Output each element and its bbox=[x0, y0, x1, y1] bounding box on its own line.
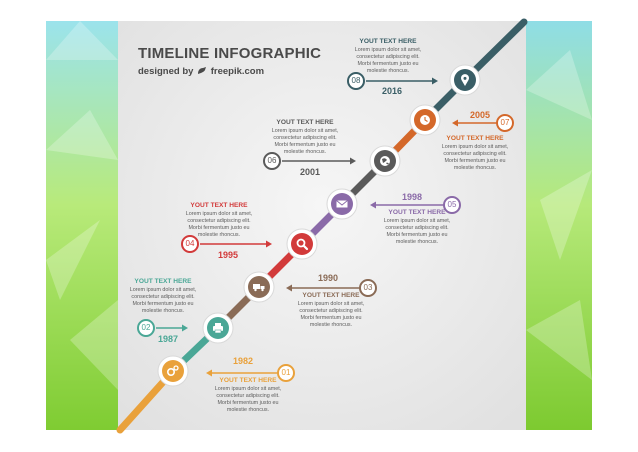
milestone-heading: YOUT TEXT HERE bbox=[219, 377, 277, 384]
milestone-body-line: molestie rhoncus. bbox=[395, 239, 439, 245]
milestone-text-block: YOUT TEXT HERE Lorem ipsum dolor sit amet… bbox=[262, 119, 348, 156]
milestone-number: 07 bbox=[496, 114, 514, 132]
milestone-body-line: consectetur adipiscing elit. bbox=[299, 308, 363, 314]
arrow-head bbox=[452, 119, 458, 127]
milestone-year: 1987 bbox=[158, 334, 179, 344]
left-gradient-panel bbox=[46, 21, 118, 430]
milestone-body-line: Lorem ipsum dolor sit amet, bbox=[271, 128, 339, 134]
magnifier-icon bbox=[296, 238, 309, 251]
milestone-text-block: YOUT TEXT HERE Lorem ipsum dolor sit amet… bbox=[288, 292, 374, 329]
milestone-body-line: Lorem ipsum dolor sit amet, bbox=[354, 47, 422, 53]
milestone-body-line: Morbi fermentum justo eu bbox=[357, 61, 419, 67]
milestone-number: 05 bbox=[443, 196, 461, 214]
right-gradient-panel bbox=[526, 21, 592, 430]
milestone-year: 2001 bbox=[300, 167, 321, 177]
milestone-body-line: Lorem ipsum dolor sit amet, bbox=[129, 287, 197, 293]
infographic-title: TIMELINE INFOGRAPHIC bbox=[138, 45, 322, 62]
milestone-body-line: molestie rhoncus. bbox=[197, 232, 241, 238]
milestone-body-line: Lorem ipsum dolor sit amet, bbox=[441, 144, 509, 150]
arrow-head bbox=[266, 240, 272, 248]
milestone-body-line: Morbi fermentum justo eu bbox=[444, 158, 506, 164]
milestone-body-line: Morbi fermentum justo eu bbox=[188, 225, 250, 231]
milestone-body-line: Lorem ipsum dolor sit amet, bbox=[214, 386, 282, 392]
milestone-heading: YOUT TEXT HERE bbox=[302, 292, 360, 299]
milestone-body-line: Morbi fermentum justo eu bbox=[132, 301, 194, 307]
timeline-node bbox=[291, 233, 313, 255]
timeline-node bbox=[162, 360, 184, 382]
milestone-body-line: molestie rhoncus. bbox=[453, 165, 497, 171]
arrow-head bbox=[286, 284, 292, 292]
arrow-head bbox=[432, 77, 438, 85]
milestone-body-line: Lorem ipsum dolor sit amet, bbox=[383, 218, 451, 224]
globe-icon bbox=[380, 156, 390, 166]
milestone-number: 08 bbox=[347, 72, 365, 90]
milestone-year: 1995 bbox=[218, 250, 239, 260]
milestone-body-line: Morbi fermentum justo eu bbox=[386, 232, 448, 238]
milestone-heading: YOUT TEXT HERE bbox=[134, 278, 192, 285]
location-pin-icon bbox=[461, 74, 469, 86]
credit-prefix: designed by bbox=[138, 66, 194, 77]
milestone-number: 03 bbox=[359, 279, 377, 297]
envelope-icon bbox=[336, 200, 348, 208]
clock-icon bbox=[420, 115, 430, 125]
milestone-body-line: consectetur adipiscing elit. bbox=[187, 218, 251, 224]
milestone-year: 2016 bbox=[382, 86, 403, 96]
arrow-head bbox=[370, 201, 376, 209]
milestone-year: 1998 bbox=[402, 192, 423, 202]
milestone-text-block: YOUT TEXT HERE Lorem ipsum dolor sit amet… bbox=[176, 202, 262, 239]
milestone-body-line: consectetur adipiscing elit. bbox=[356, 54, 420, 60]
milestone-body-line: Lorem ipsum dolor sit amet, bbox=[297, 301, 365, 307]
milestone-number: 01 bbox=[277, 364, 295, 382]
designer-credit: designed by freepik.com bbox=[138, 66, 264, 77]
milestone-body-line: consectetur adipiscing elit. bbox=[273, 135, 337, 141]
facet-pattern bbox=[46, 21, 592, 390]
milestone-body-line: consectetur adipiscing elit. bbox=[216, 393, 280, 399]
milestone-text-block: YOUT TEXT HERE Lorem ipsum dolor sit amet… bbox=[432, 135, 518, 172]
milestone-body-line: molestie rhoncus. bbox=[141, 308, 185, 314]
milestone-heading: YOUT TEXT HERE bbox=[359, 38, 417, 45]
milestone-body-line: consectetur adipiscing elit. bbox=[385, 225, 449, 231]
milestone-body-line: Lorem ipsum dolor sit amet, bbox=[185, 211, 253, 217]
milestone-body-line: molestie rhoncus. bbox=[366, 68, 410, 74]
milestone-text-block: YOUT TEXT HERE Lorem ipsum dolor sit amet… bbox=[345, 38, 431, 75]
credit-brand: freepik.com bbox=[210, 66, 265, 77]
milestone-body-line: molestie rhoncus. bbox=[226, 407, 270, 413]
milestone-year: 2005 bbox=[470, 110, 491, 120]
milestone-heading: YOUT TEXT HERE bbox=[388, 209, 446, 216]
printer-icon bbox=[213, 323, 223, 334]
milestone-number: 04 bbox=[181, 235, 199, 253]
milestone-year: 1982 bbox=[233, 356, 254, 366]
milestone-body-line: consectetur adipiscing elit. bbox=[443, 151, 507, 157]
milestone-heading: YOUT TEXT HERE bbox=[276, 119, 334, 126]
milestone-text-block: YOUT TEXT HERE Lorem ipsum dolor sit amet… bbox=[374, 209, 460, 246]
milestone-text-block: YOUT TEXT HERE Lorem ipsum dolor sit amet… bbox=[120, 278, 206, 315]
milestone-body-line: molestie rhoncus. bbox=[309, 322, 353, 328]
arrow-head bbox=[182, 324, 188, 332]
milestone-year: 1990 bbox=[318, 273, 339, 283]
milestone-body-line: consectetur adipiscing elit. bbox=[131, 294, 195, 300]
milestone-number: 02 bbox=[137, 319, 155, 337]
freepik-logo-icon bbox=[198, 67, 207, 74]
milestone-number: 06 bbox=[263, 152, 281, 170]
milestone-body-line: molestie rhoncus. bbox=[283, 149, 327, 155]
milestone-body-line: Morbi fermentum justo eu bbox=[217, 400, 279, 406]
milestone-body-line: Morbi fermentum justo eu bbox=[274, 142, 336, 148]
milestone-heading: YOUT TEXT HERE bbox=[190, 202, 248, 209]
settings-gears-icon bbox=[167, 365, 179, 377]
delivery-truck-icon bbox=[253, 284, 265, 292]
arrow-head bbox=[206, 369, 212, 377]
arrow-head bbox=[350, 157, 356, 165]
milestone-body-line: Morbi fermentum justo eu bbox=[300, 315, 362, 321]
milestone-heading: YOUT TEXT HERE bbox=[446, 135, 504, 142]
milestone-text-block: YOUT TEXT HERE Lorem ipsum dolor sit amet… bbox=[205, 377, 291, 414]
